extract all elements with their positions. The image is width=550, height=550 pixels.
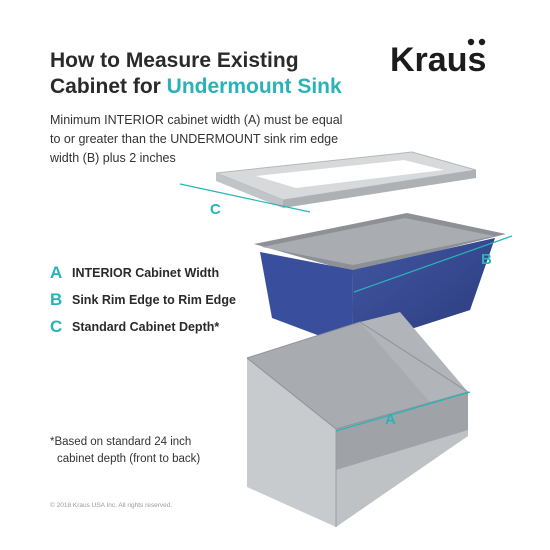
- intro-text: Minimum INTERIOR cabinet width (A) must …: [50, 113, 343, 165]
- legend-label: Sink Rim Edge to Rim Edge: [72, 292, 236, 307]
- legend-item-c: C Standard Cabinet Depth*: [50, 313, 236, 340]
- footnote-line-1: Based on standard 24 inch: [54, 436, 192, 448]
- dimension-c-label: C: [210, 201, 221, 218]
- dimension-a-line: [335, 391, 471, 432]
- dimension-b-line: [353, 235, 513, 293]
- legend-letter: A: [50, 262, 63, 282]
- legend-item-a: A INTERIOR Cabinet Width: [50, 259, 236, 286]
- kraus-logo-dot-right: [478, 38, 486, 46]
- dimension-b-label: B: [481, 251, 492, 268]
- title-line-1: How to Measure Existing: [50, 49, 299, 72]
- footnote-mark: *: [50, 436, 55, 448]
- legend-label: Standard Cabinet Depth*: [72, 319, 220, 334]
- legend-letter: B: [50, 289, 63, 309]
- page-title: How to Measure Existing Cabinet for Unde…: [50, 48, 342, 100]
- footnote: *Based on standard 24 inch cabinet depth…: [50, 434, 220, 468]
- legend-label: INTERIOR Cabinet Width: [72, 265, 220, 280]
- kraus-logo: Kraus: [390, 38, 486, 78]
- footnote-line-2: cabinet depth (front to back): [57, 453, 201, 465]
- dimension-legend: A INTERIOR Cabinet Width B Sink Rim Edge…: [50, 259, 236, 340]
- kraus-logo-text: Kraus: [390, 41, 486, 78]
- legend-item-b: B Sink Rim Edge to Rim Edge: [50, 286, 236, 313]
- title-line-2-prefix: Cabinet for: [50, 75, 167, 98]
- cabinet: [246, 312, 469, 527]
- kraus-logo-dot-left: [467, 38, 475, 46]
- title-line-2-accent: Undermount Sink: [166, 75, 342, 98]
- legend-letter: C: [50, 316, 63, 336]
- dimension-c-line: [179, 183, 311, 213]
- dimension-a-label: A: [385, 411, 396, 428]
- copyright-text: © 2018 Kraus USA Inc. All rights reserve…: [50, 502, 173, 509]
- countertop-frame: [215, 151, 477, 208]
